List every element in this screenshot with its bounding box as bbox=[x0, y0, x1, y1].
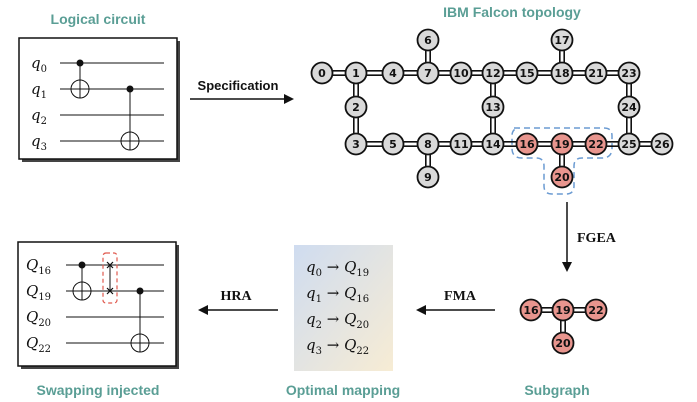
subgraph-node-19-label: 19 bbox=[555, 304, 570, 317]
topology-node-1: 1 bbox=[344, 61, 368, 85]
topology-node-2: 2 bbox=[344, 95, 368, 119]
swapping-title: Swapping injected bbox=[37, 382, 160, 398]
topology-node-8: 8 bbox=[416, 132, 440, 156]
topology-title: IBM Falcon topology bbox=[443, 4, 581, 20]
mapping-row-2: q2 → Q20 bbox=[306, 310, 369, 331]
topology-node-4: 4 bbox=[381, 61, 405, 85]
mapping-row-3: q3 → Q22 bbox=[306, 336, 369, 357]
topology-node-14-label: 14 bbox=[485, 138, 501, 151]
subgraph: 16 19 22 20 bbox=[519, 298, 608, 355]
topology-node-5: 5 bbox=[381, 132, 405, 156]
hra-arrow: HRA bbox=[198, 289, 278, 315]
cnot-gate-q16-q19 bbox=[72, 261, 92, 301]
fma-arrow: FMA bbox=[416, 289, 495, 315]
subgraph-highlight-outline bbox=[511, 127, 613, 195]
cnot-gate-q19-q22 bbox=[130, 287, 150, 353]
fma-label: FMA bbox=[444, 289, 477, 304]
topology-node-18-label: 18 bbox=[554, 67, 569, 80]
fgea-label: FGEA bbox=[577, 231, 617, 246]
mapping-row-1: q1 → Q16 bbox=[306, 284, 369, 305]
topology-node-2-label: 2 bbox=[352, 101, 360, 114]
topology-node-17: 17 bbox=[550, 28, 574, 52]
swapped-circuit-frame bbox=[17, 241, 177, 367]
topology-node-20: 20 bbox=[550, 165, 574, 189]
topology-node-26: 26 bbox=[650, 132, 674, 156]
topology-node-25: 25 bbox=[617, 132, 641, 156]
topology-node-4-label: 4 bbox=[389, 67, 397, 80]
topology-node-12: 12 bbox=[481, 61, 505, 85]
topology-node-0: 0 bbox=[310, 61, 334, 85]
topology-node-17-label: 17 bbox=[554, 34, 569, 47]
swap-gate bbox=[102, 252, 118, 304]
topology-node-21: 21 bbox=[584, 61, 608, 85]
subgraph-node-16: 16 bbox=[519, 298, 543, 322]
topology-node-22: 22 bbox=[584, 132, 608, 156]
logical-circuit: q0 q1 q2 q3 bbox=[18, 37, 180, 162]
logical-circuit-frame bbox=[18, 37, 178, 160]
topology-node-19-label: 19 bbox=[554, 138, 569, 151]
topology-node-11-label: 11 bbox=[453, 138, 468, 151]
topology-node-19: 19 bbox=[550, 132, 574, 156]
topology-node-11: 11 bbox=[449, 132, 473, 156]
topology-node-10: 10 bbox=[449, 61, 473, 85]
fgea-arrow: FGEA bbox=[562, 202, 617, 272]
topology-node-5-label: 5 bbox=[389, 138, 397, 151]
topology-node-1-label: 1 bbox=[352, 67, 360, 80]
subgraph-node-22: 22 bbox=[584, 298, 608, 322]
topology-node-14: 14 bbox=[481, 132, 505, 156]
topology-node-16-label: 16 bbox=[519, 138, 535, 151]
subgraph-node-20: 20 bbox=[551, 331, 575, 355]
topology-node-22-label: 22 bbox=[588, 138, 603, 151]
swap-highlight-box bbox=[102, 252, 118, 304]
topology-node-3-label: 3 bbox=[352, 138, 360, 151]
topology-node-15-label: 15 bbox=[519, 67, 534, 80]
topology-node-7-label: 7 bbox=[424, 67, 432, 80]
topology-node-7: 7 bbox=[416, 61, 440, 85]
topology-node-15: 15 bbox=[515, 61, 539, 85]
optimal-mapping-title: Optimal mapping bbox=[286, 382, 400, 398]
topology-node-20-label: 20 bbox=[554, 171, 570, 184]
topology-node-21-label: 21 bbox=[588, 67, 603, 80]
topology-node-24-label: 24 bbox=[621, 101, 637, 114]
subgraph-node-19: 19 bbox=[551, 298, 575, 322]
cnot-gate-q0-q1 bbox=[70, 59, 90, 99]
topology-node-10-label: 10 bbox=[453, 67, 469, 80]
topology-node-18: 18 bbox=[550, 61, 574, 85]
topology-node-8-label: 8 bbox=[424, 138, 432, 151]
topology-node-24: 24 bbox=[617, 95, 641, 119]
topology-node-0-label: 0 bbox=[318, 67, 326, 80]
topology-node-23-label: 23 bbox=[621, 67, 636, 80]
topology-node-13: 13 bbox=[481, 95, 505, 119]
topology-node-6: 6 bbox=[416, 28, 440, 52]
subgraph-node-16-label: 16 bbox=[523, 304, 539, 317]
topology-node-6-label: 6 bbox=[424, 34, 432, 47]
topology-node-12-label: 12 bbox=[485, 67, 500, 80]
topology-node-25-label: 25 bbox=[621, 138, 636, 151]
topology-node-13-label: 13 bbox=[485, 101, 500, 114]
subgraph-node-22-label: 22 bbox=[588, 304, 603, 317]
topology-node-3: 3 bbox=[344, 132, 368, 156]
optimal-mapping: q0 → Q19 q1 → Q16 q2 → Q20 q3 → Q22 bbox=[294, 245, 393, 371]
subgraph-nodes: 16 19 22 20 bbox=[519, 298, 608, 355]
specification-label: Specification bbox=[198, 78, 279, 93]
logical-circuit-title: Logical circuit bbox=[51, 11, 146, 27]
topology-node-23: 23 bbox=[617, 61, 641, 85]
topology-node-16: 16 bbox=[515, 132, 539, 156]
mapping-rows: q0 → Q19 q1 → Q16 q2 → Q20 q3 → Q22 bbox=[306, 258, 369, 357]
mapping-row-0: q0 → Q19 bbox=[306, 258, 369, 279]
swapped-circuit: Q16 Q19 Q20 Q22 bbox=[17, 241, 179, 369]
topology-node-9-label: 9 bbox=[424, 171, 432, 184]
cnot-gate-q1-q3 bbox=[120, 85, 140, 151]
subgraph-title: Subgraph bbox=[524, 382, 589, 398]
mapping-box bbox=[294, 245, 393, 371]
subgraph-node-20-label: 20 bbox=[555, 337, 571, 350]
topology-node-9: 9 bbox=[416, 165, 440, 189]
hra-label: HRA bbox=[220, 289, 252, 304]
topology-node-26-label: 26 bbox=[654, 138, 670, 151]
specification-arrow: Specification bbox=[190, 78, 294, 104]
